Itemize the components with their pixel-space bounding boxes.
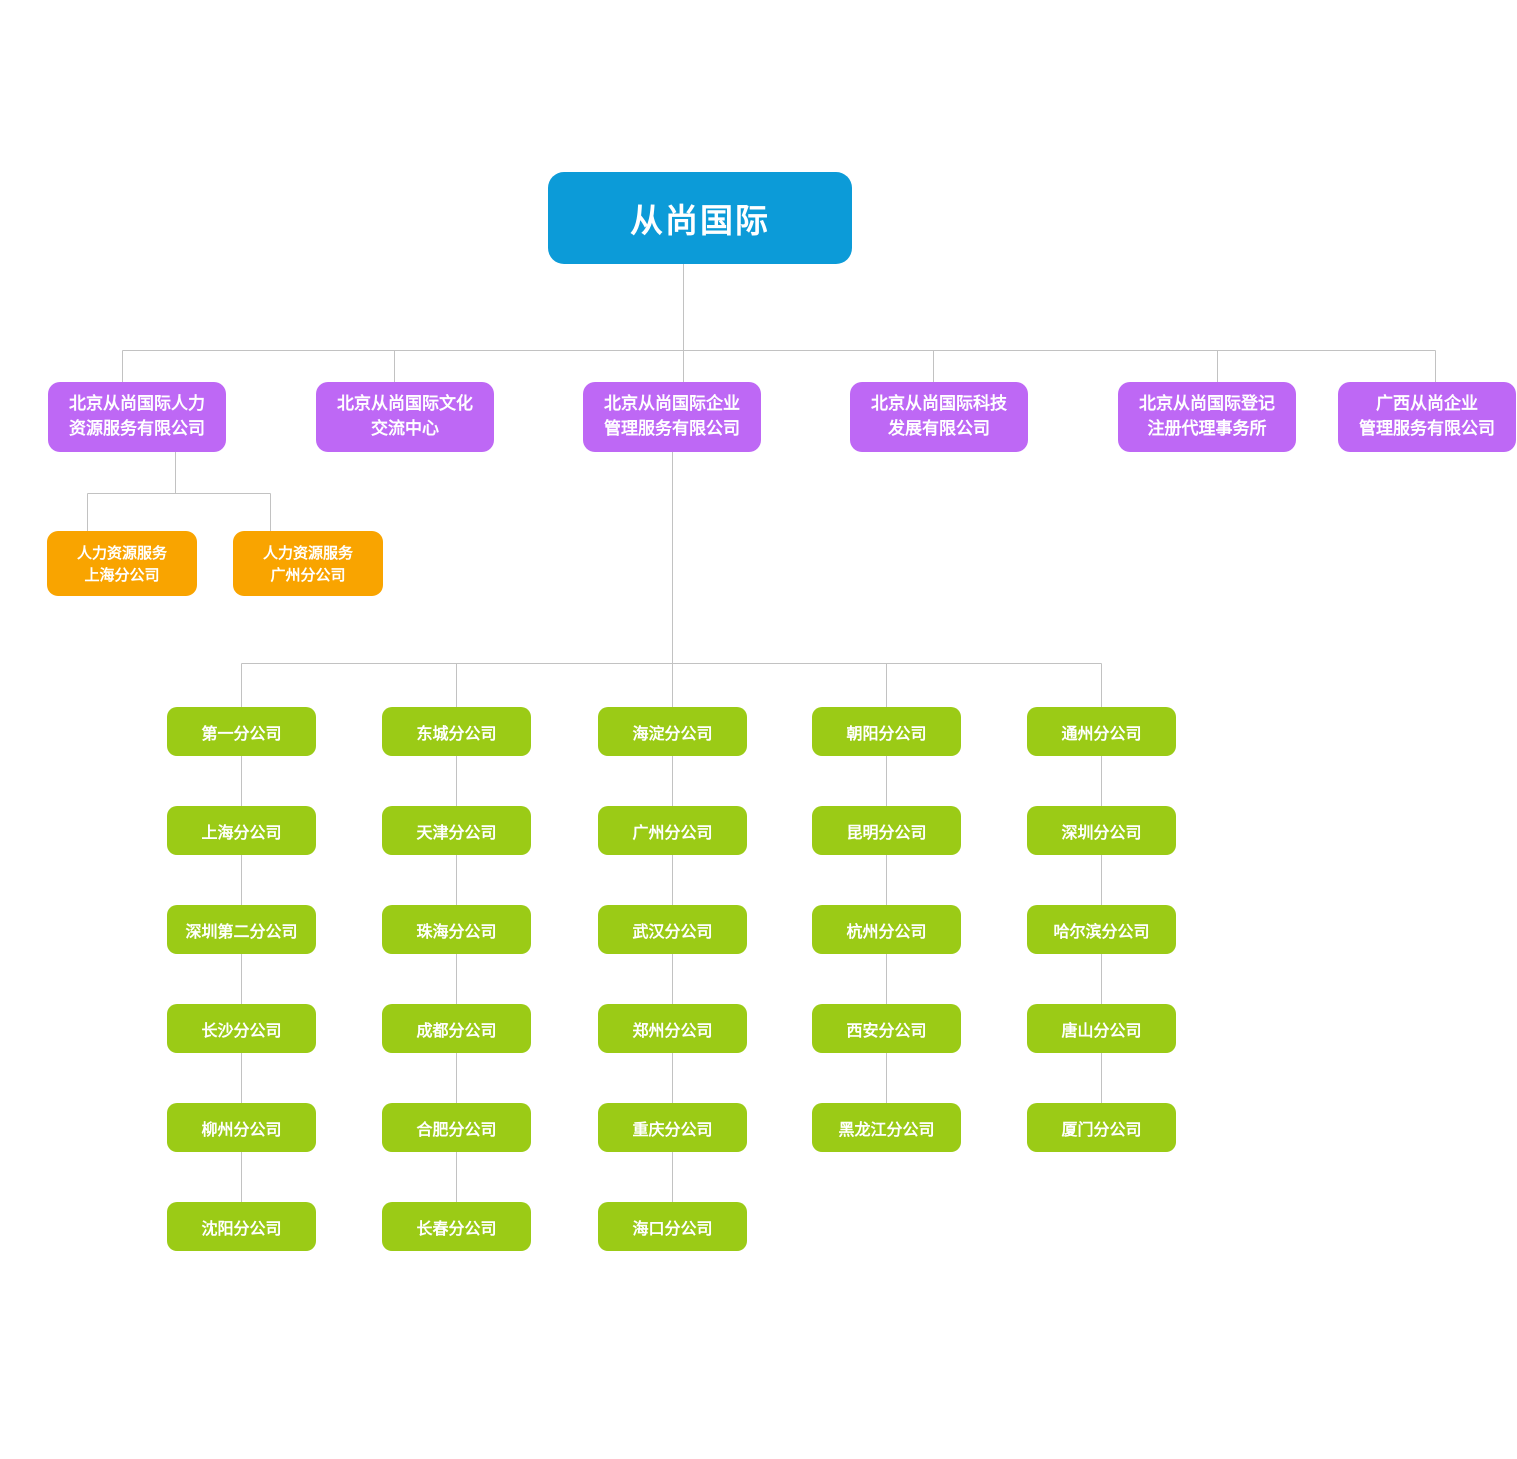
org-node-branch-c3r4: 郑州分公司	[598, 1004, 747, 1053]
org-node-branch-c1r5: 柳州分公司	[167, 1103, 316, 1152]
connector-management-branches	[241, 452, 1102, 1202]
org-node-branch-c3r5: 重庆分公司	[598, 1103, 747, 1152]
node-label-line: 资源服务有限公司	[69, 419, 205, 439]
org-node-branch-c2r2: 天津分公司	[382, 806, 531, 855]
org-node-branch-c5r4: 唐山分公司	[1027, 1004, 1176, 1053]
node-label-line: 北京从尚国际人力	[69, 394, 205, 414]
org-node-branch-c5r5: 厦门分公司	[1027, 1103, 1176, 1152]
org-node-branch-c1r1: 第一分公司	[167, 707, 316, 756]
org-node-branch-c4r5: 黑龙江分公司	[812, 1103, 961, 1152]
org-node-subsidiary-management: 北京从尚国际企业 管理服务有限公司	[583, 382, 761, 452]
node-label-line: 北京从尚国际企业	[604, 394, 740, 414]
org-node-branch-c4r1: 朝阳分公司	[812, 707, 961, 756]
org-node-branch-c1r3: 深圳第二分公司	[167, 905, 316, 954]
node-label-line: 北京从尚国际登记	[1139, 394, 1275, 414]
org-node-subsidiary-tech: 北京从尚国际科技 发展有限公司	[850, 382, 1028, 452]
org-node-root: 从尚国际	[548, 172, 852, 264]
connector-hr-branches	[87, 452, 271, 531]
org-node-branch-c4r2: 昆明分公司	[812, 806, 961, 855]
org-node-branch-c5r1: 通州分公司	[1027, 707, 1176, 756]
connector-root-to-subsidiaries	[122, 264, 1436, 382]
org-node-branch-c2r1: 东城分公司	[382, 707, 531, 756]
org-node-subsidiary-hr: 北京从尚国际人力 资源服务有限公司	[48, 382, 226, 452]
org-node-branch-c1r4: 长沙分公司	[167, 1004, 316, 1053]
node-label-line: 广西从尚企业	[1376, 394, 1478, 414]
org-node-hr-branch-shanghai: 人力资源服务 上海分公司	[47, 531, 197, 596]
org-node-branch-c2r5: 合肥分公司	[382, 1103, 531, 1152]
org-node-branch-c4r3: 杭州分公司	[812, 905, 961, 954]
node-label-line: 广州分公司	[270, 565, 346, 584]
node-label-line: 发展有限公司	[888, 419, 990, 439]
org-node-branch-c3r2: 广州分公司	[598, 806, 747, 855]
node-label-line: 人力资源服务	[76, 543, 167, 562]
org-node-branch-c2r4: 成都分公司	[382, 1004, 531, 1053]
org-node-branch-c1r2: 上海分公司	[167, 806, 316, 855]
org-node-branch-c4r4: 西安分公司	[812, 1004, 961, 1053]
org-node-branch-c3r6: 海口分公司	[598, 1202, 747, 1251]
node-label-line: 注册代理事务所	[1147, 419, 1267, 439]
node-label-line: 管理服务有限公司	[1359, 419, 1495, 439]
node-label-line: 管理服务有限公司	[604, 419, 740, 439]
org-node-hr-branch-guangzhou: 人力资源服务 广州分公司	[233, 531, 383, 596]
org-node-branch-c5r2: 深圳分公司	[1027, 806, 1176, 855]
org-node-branch-c2r3: 珠海分公司	[382, 905, 531, 954]
node-label-line: 交流中心	[371, 419, 439, 439]
org-node-subsidiary-registration: 北京从尚国际登记 注册代理事务所	[1118, 382, 1296, 452]
org-node-branch-c2r6: 长春分公司	[382, 1202, 531, 1251]
org-node-branch-c3r3: 武汉分公司	[598, 905, 747, 954]
org-node-branch-c1r6: 沈阳分公司	[167, 1202, 316, 1251]
node-label-line: 北京从尚国际文化	[337, 394, 473, 414]
org-node-branch-c5r3: 哈尔滨分公司	[1027, 905, 1176, 954]
node-label-line: 人力资源服务	[262, 543, 353, 562]
org-node-branch-c3r1: 海淀分公司	[598, 707, 747, 756]
org-node-subsidiary-culture: 北京从尚国际文化 交流中心	[316, 382, 494, 452]
node-label-line: 北京从尚国际科技	[871, 394, 1007, 414]
org-node-subsidiary-guangxi: 广西从尚企业 管理服务有限公司	[1338, 382, 1516, 452]
node-label-line: 上海分公司	[84, 565, 160, 584]
